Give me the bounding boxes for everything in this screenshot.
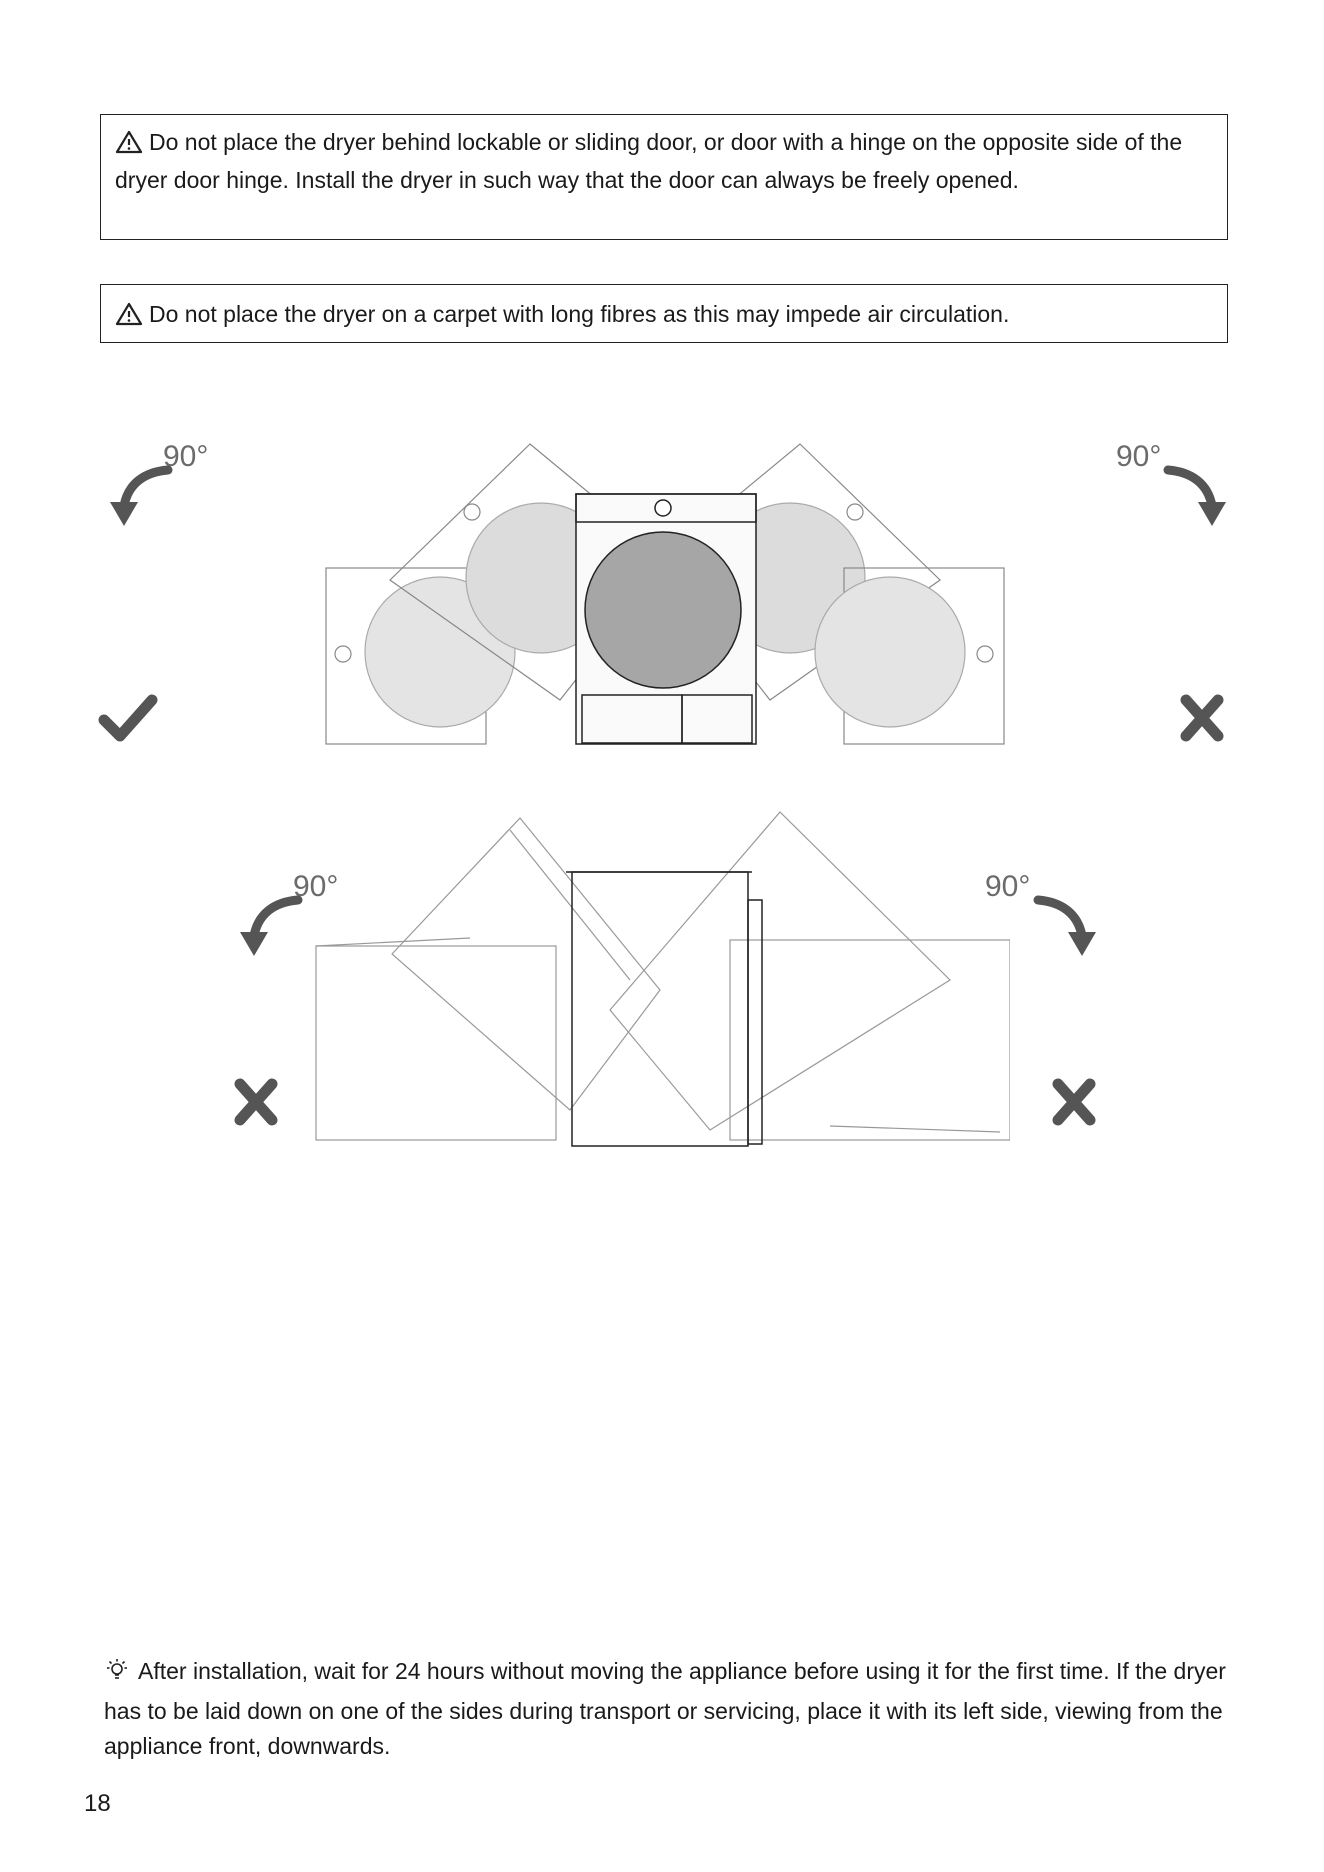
top-view-door-swing-diagram [325,443,1005,745]
page-number: 18 [84,1790,111,1817]
warning-box-carpet: Do not place the dryer on a carpet with … [100,284,1228,343]
warning-box-door: Do not place the dryer behind lockable o… [100,114,1228,240]
angle-label-bottom-right: 90° [985,870,1031,903]
warning-text-door: Do not place the dryer behind lockable o… [115,129,1183,193]
angle-label-top-right: 90° [1116,440,1162,473]
right-door-side-diagonal [609,811,951,1131]
warning-text-carpet: Do not place the dryer on a carpet with … [149,301,1010,327]
installation-tip: After installation, wait for 24 hours wi… [104,1654,1232,1764]
check-icon [98,692,158,749]
dryer-door-glass [584,531,742,689]
warning-triangle-icon [115,129,143,163]
left-door-side-diagonal [391,817,661,1111]
cross-icon [1050,1076,1098,1133]
cross-icon [232,1076,280,1133]
left-door-side-flat [315,945,557,1141]
right-door-side-flat [729,939,1010,1141]
rotate-left-arrow-icon [106,462,176,537]
left-door-handle [334,645,352,663]
warning-triangle-icon [115,301,143,335]
cross-icon [1178,692,1226,749]
dryer-side [571,871,749,1147]
rotate-right-arrow-icon [1030,892,1100,967]
tip-text: After installation, wait for 24 hours wi… [104,1658,1226,1759]
right-door-glass-flat [814,576,966,728]
side-view-door-swing-diagram [315,811,1010,1147]
rotate-left-arrow-icon [236,892,306,967]
lightbulb-icon [104,1658,130,1694]
rotate-right-arrow-icon [1160,462,1230,537]
